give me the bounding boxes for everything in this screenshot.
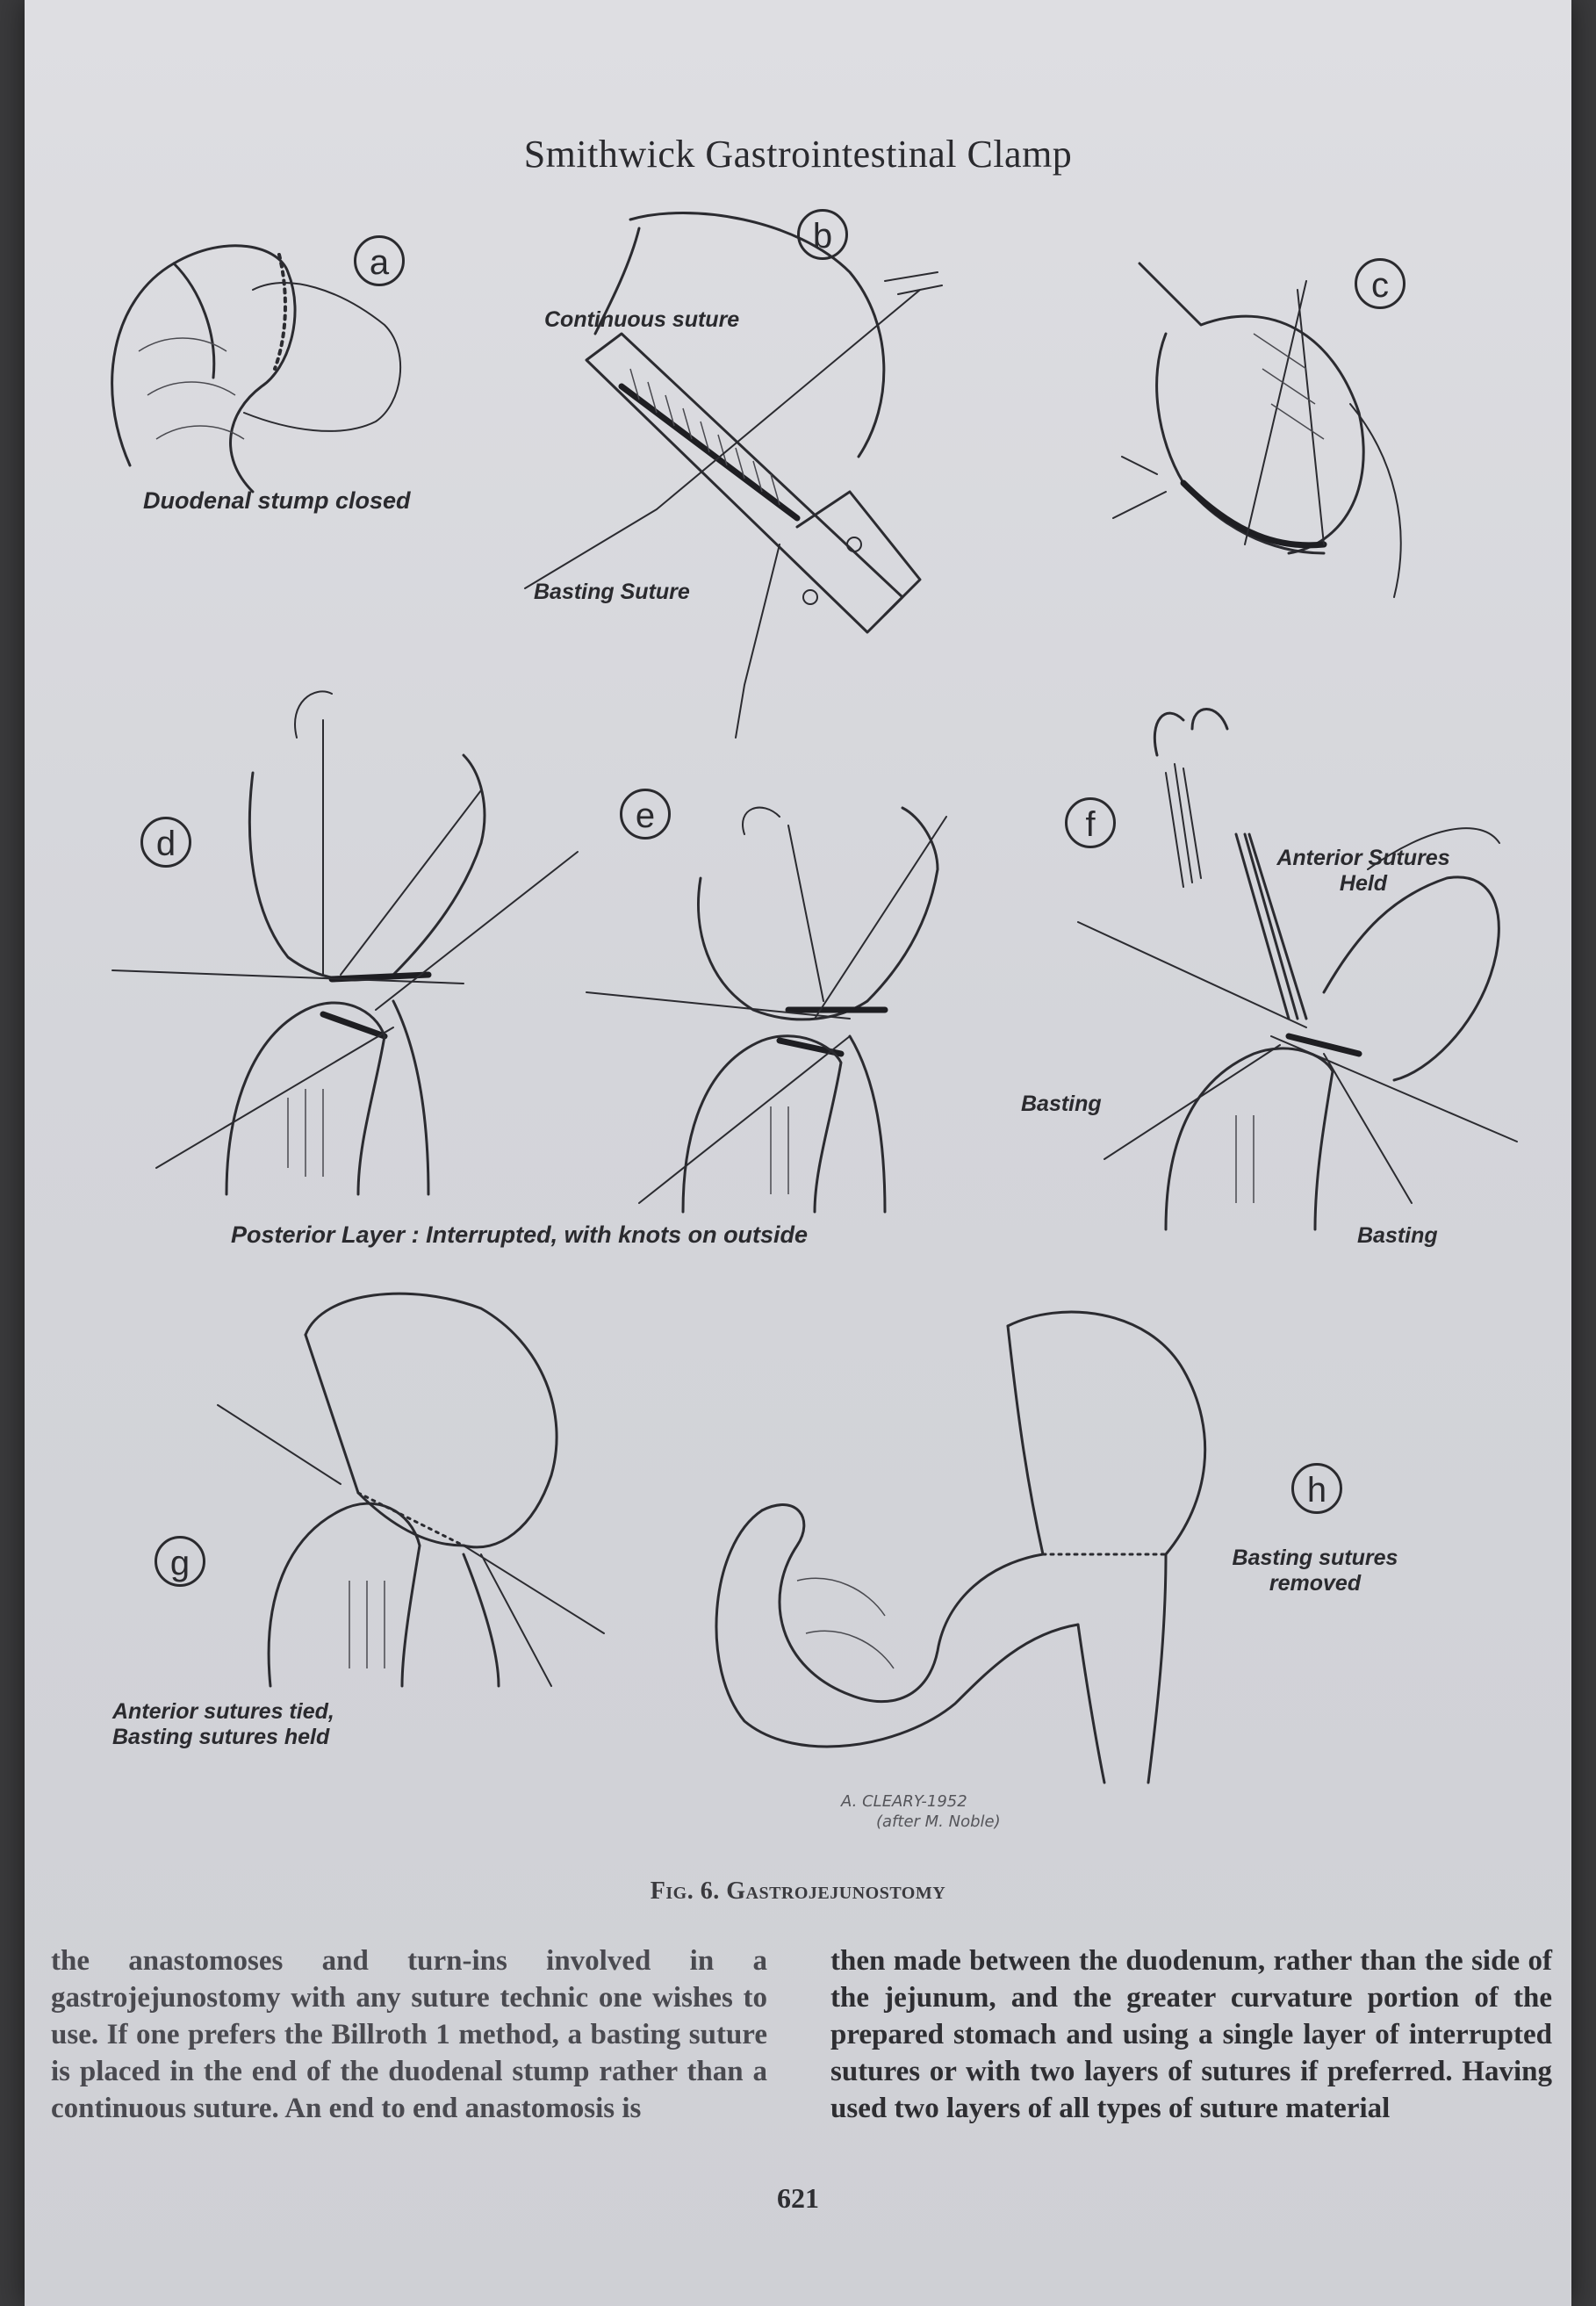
page-header: Smithwick Gastrointestinal Clamp [523,133,1073,176]
panel-a-letter: a [354,235,405,286]
panel-b-label-top: Continuous suture [544,307,740,332]
panel-h-label: Basting sutures removed [1210,1546,1420,1596]
panel-g-label-line2: Basting sutures held [112,1724,330,1749]
signature-line1: A. CLEARY-1952 [841,1792,967,1811]
panel-f-letter: f [1065,797,1116,848]
body-column-left: the anastomoses and turn-ins involved in… [51,1945,767,2124]
panel-h-label-line1: Basting sutures [1232,1546,1398,1570]
panel-h-label-line2: removed [1269,1570,1362,1596]
figure-caption: Fig. 6. Gastrojejunostomy [650,1877,946,1905]
panel-f-label-top-line1: Anterior Sutures [1276,846,1450,870]
panel-g-letter: g [155,1536,205,1587]
panel-e-letter: e [620,789,671,840]
artist-signature: A. CLEARY-1952 (after M. Noble) [841,1791,1001,1833]
panel-d-letter: d [140,817,191,868]
panel-h-letter: h [1291,1463,1342,1514]
panel-f-label-top-line2: Held [1339,870,1388,896]
panel-f-label-right: Basting [1357,1223,1438,1248]
panel-a-label: Duodenal stump closed [143,487,411,514]
surgical-illustration-plate [111,212,1518,1784]
panel-f-label-left: Basting [1021,1092,1102,1116]
panel-g-label-line1: Anterior sutures tied, [112,1699,334,1724]
signature-line2: (after M. Noble) [876,1812,1001,1832]
body-column-right: then made between the duodenum, rather t… [830,1945,1552,2124]
panel-c-drawing [1112,262,1402,598]
panel-c-letter: c [1355,258,1405,309]
panel-a-drawing [111,244,402,494]
panel-g-drawing [217,1292,605,1688]
page-number: 621 [777,2182,819,2214]
panel-b-letter: b [797,209,848,260]
panel-b-label-bottom: Basting Suture [534,580,690,604]
panel-f-drawing [1077,708,1518,1231]
panel-d-drawing [111,690,579,1196]
book-page: Smithwick Gastrointestinal Clamp [25,0,1571,2306]
panel-f-label-top: Anterior Sutures Held [1245,846,1482,897]
panel-b-drawing [524,212,943,739]
row2-label: Posterior Layer : Interrupted, with knot… [231,1221,809,1248]
panel-e-drawing [586,806,947,1214]
panel-g-label: Anterior sutures tied, Basting sutures h… [112,1699,334,1750]
panel-h-drawing [715,1310,1207,1784]
